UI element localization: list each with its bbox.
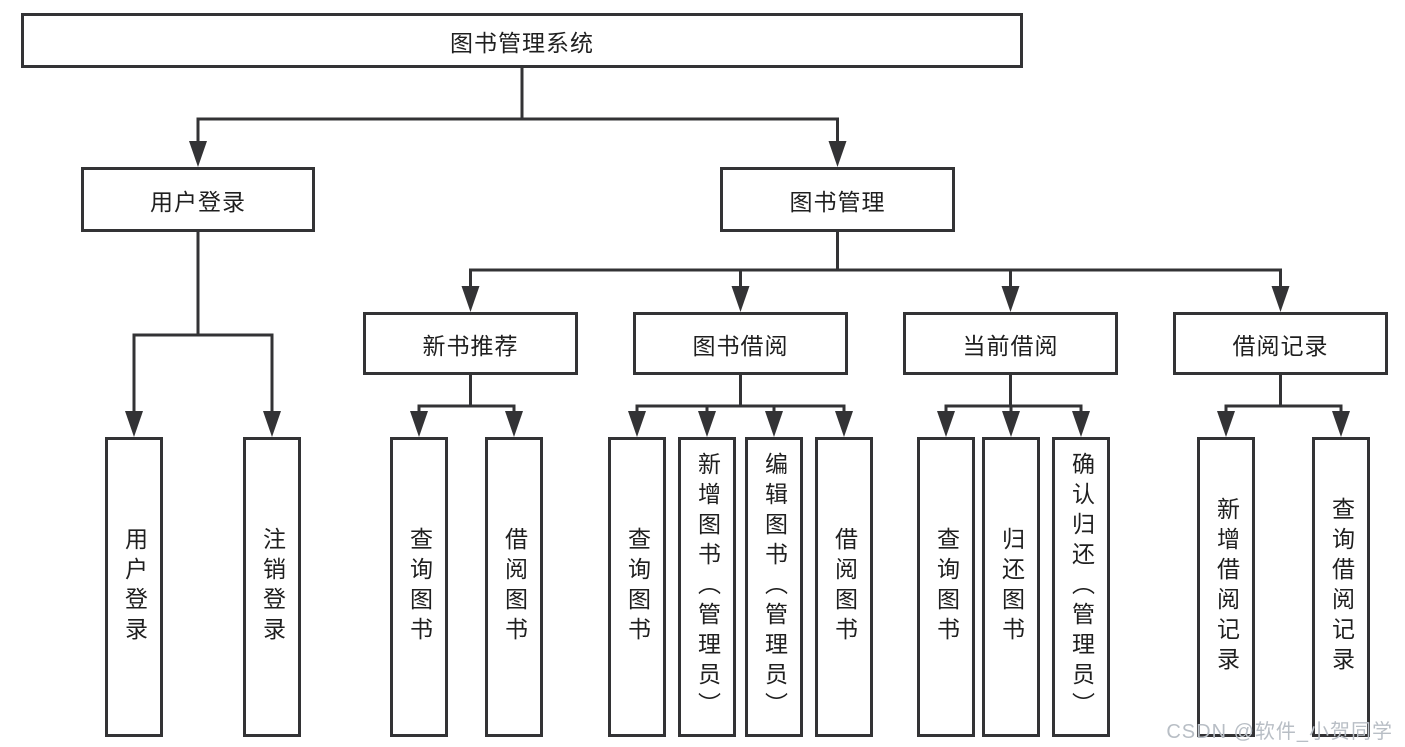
node-leaf-add-books: 新增图书（管理员） [678,437,736,737]
node-label-leaf-confirm-return: 确认归还（管理员） [1068,452,1095,722]
node-new-book-recommend: 新书推荐 [363,312,578,375]
node-leaf-query-borrow-record: 查询借阅记录 [1312,437,1370,737]
node-root-system: 图书管理系统 [21,13,1023,68]
node-label-leaf-query-books-b: 查询图书 [624,527,651,647]
node-label-leaf-query-books-c: 查询图书 [933,527,960,647]
node-borrowing-records: 借阅记录 [1173,312,1388,375]
node-label-leaf-borrow-books-a: 借阅图书 [501,527,528,647]
node-leaf-query-books-b: 查询图书 [608,437,666,737]
node-leaf-add-borrow-record: 新增借阅记录 [1197,437,1255,737]
node-label-leaf-add-books: 新增图书（管理员） [694,452,721,722]
node-leaf-borrow-books-b: 借阅图书 [815,437,873,737]
node-label-book-borrowing: 图书借阅 [692,332,789,359]
node-label-leaf-user-login: 用户登录 [121,527,148,647]
node-leaf-confirm-return: 确认归还（管理员） [1052,437,1110,737]
node-leaf-query-books-a: 查询图书 [390,437,448,737]
node-user-login: 用户登录 [81,167,315,232]
node-label-current-borrowing: 当前借阅 [962,332,1059,359]
node-label-user-login: 用户登录 [150,188,246,215]
node-leaf-return-books: 归还图书 [982,437,1040,737]
node-label-borrowing-records: 借阅记录 [1232,332,1329,359]
node-label-new-book-recommend: 新书推荐 [422,332,519,359]
node-book-management: 图书管理 [720,167,955,232]
node-leaf-user-login: 用户登录 [105,437,163,737]
node-leaf-edit-books: 编辑图书（管理员） [745,437,803,737]
node-label-leaf-logout: 注销登录 [259,527,286,647]
node-label-book-management: 图书管理 [789,188,886,215]
node-book-borrowing: 图书借阅 [633,312,848,375]
node-label-leaf-borrow-books-b: 借阅图书 [831,527,858,647]
node-label-root-system: 图书管理系统 [450,29,594,56]
node-leaf-borrow-books-a: 借阅图书 [485,437,543,737]
watermark: CSDN @软件_小贺同学 [1166,721,1393,743]
node-label-leaf-return-books: 归还图书 [998,527,1025,647]
node-label-leaf-edit-books: 编辑图书（管理员） [761,452,788,722]
node-leaf-logout: 注销登录 [243,437,301,737]
node-leaf-query-books-c: 查询图书 [917,437,975,737]
node-label-leaf-query-borrow-record: 查询借阅记录 [1328,497,1355,677]
node-current-borrowing: 当前借阅 [903,312,1118,375]
node-label-leaf-add-borrow-record: 新增借阅记录 [1213,497,1240,677]
node-label-leaf-query-books-a: 查询图书 [406,527,433,647]
